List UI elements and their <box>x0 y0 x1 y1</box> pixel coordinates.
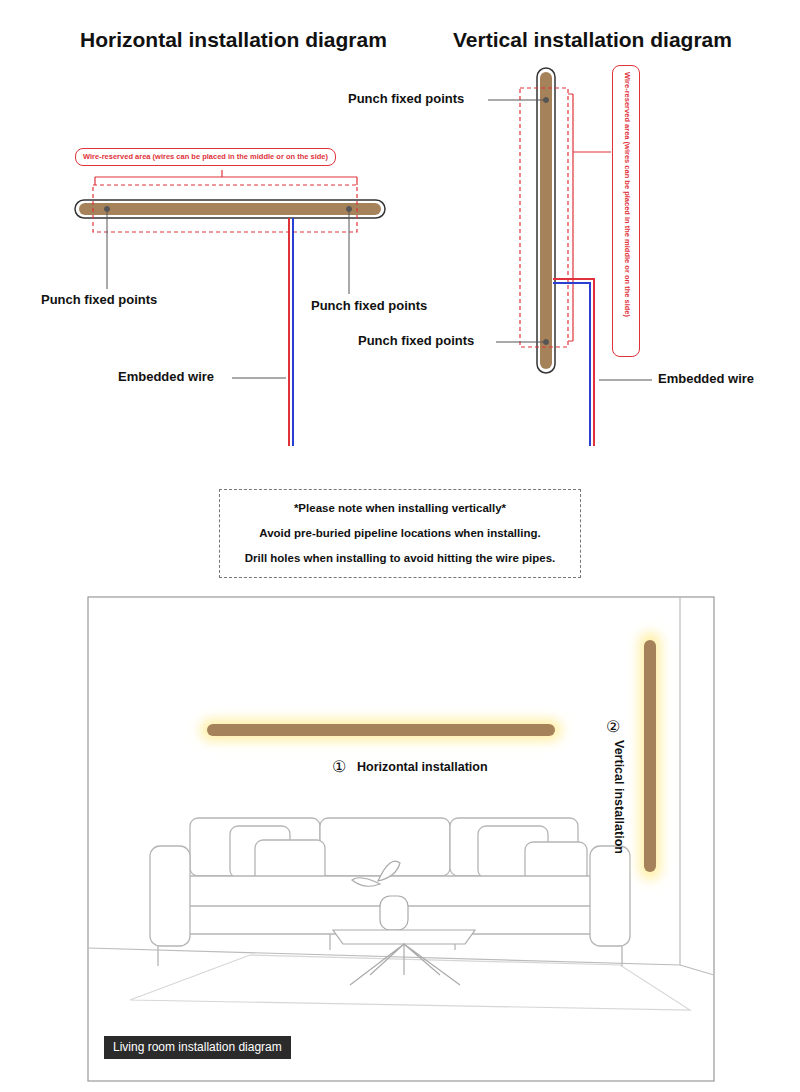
vertical-lamp <box>537 68 555 373</box>
note-text: Avoid pre-buried pipeline locations when… <box>230 521 570 546</box>
embedded-wire <box>289 218 293 446</box>
note-heading: *Please note when installing vertically* <box>230 496 570 521</box>
callout-number: ① <box>332 758 346 776</box>
lit-vertical-lamp <box>639 632 661 880</box>
coffee-table-and-vase <box>333 861 475 985</box>
reserved-area-callout: Wire-reserved area (wires can be placed … <box>75 148 336 166</box>
section-heading: Horizontal installation diagram <box>80 28 387 52</box>
part-label: Embedded wire <box>658 372 754 387</box>
room-lines <box>88 597 714 1010</box>
part-label: Punch fixed points <box>348 92 464 107</box>
part-label: Embedded wire <box>118 370 214 385</box>
caption-text: Living room installation diagram <box>113 1040 282 1055</box>
callout-text: Vertical installation <box>612 740 626 854</box>
sofa <box>150 818 630 966</box>
note-box: *Please note when installing vertically*… <box>219 489 581 578</box>
embedded-wire <box>553 279 594 446</box>
reserved-area-callout: Wire-reserved area (wires can be placed … <box>612 65 640 357</box>
scene-frame <box>88 597 714 1081</box>
note-text: Drill holes when installing to avoid hit… <box>230 546 570 571</box>
lit-horizontal-lamp <box>200 719 562 741</box>
reserved-area <box>93 185 357 232</box>
callout-text: Horizontal installation <box>357 760 488 774</box>
callout-text: Wire-reserved area (wires can be placed … <box>622 72 632 317</box>
part-label: Punch fixed points <box>41 293 157 308</box>
section-heading: Vertical installation diagram <box>453 28 732 52</box>
horizontal-lamp <box>75 200 385 218</box>
bracket <box>95 170 357 185</box>
part-label: Punch fixed points <box>358 334 474 349</box>
part-label: Punch fixed points <box>311 299 427 314</box>
reserved-area <box>520 88 568 347</box>
caption-band: Living room installation diagram <box>104 1036 291 1059</box>
callout-number: ② <box>606 718 620 736</box>
callout-text: Wire-reserved area (wires can be placed … <box>83 152 328 162</box>
